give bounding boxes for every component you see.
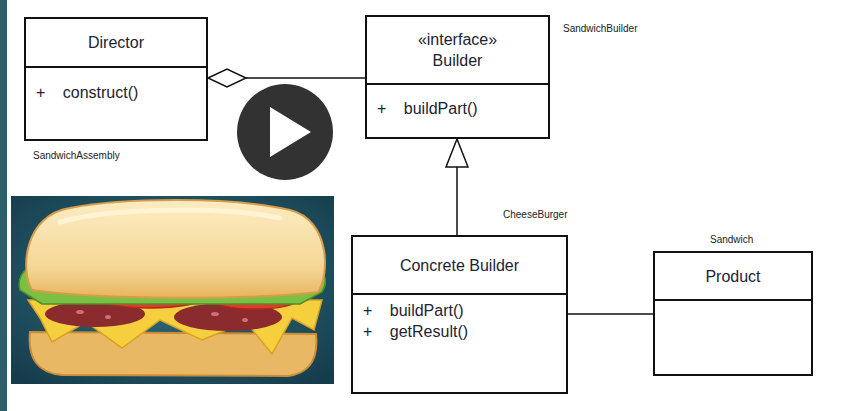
class-name-label: SandwichBuilder xyxy=(563,23,638,35)
aggregation-diamond xyxy=(208,69,246,87)
class-box: Product xyxy=(653,251,813,376)
class-name-label: SandwichAssembly xyxy=(33,150,120,162)
class-name: Product xyxy=(705,266,760,287)
method-compartment: + buildPart()+ getResult() xyxy=(353,295,566,392)
edge-bar xyxy=(0,0,7,411)
sandwich-picture xyxy=(11,196,334,384)
class-box: Director + construct() xyxy=(24,17,208,141)
connector-line xyxy=(568,313,653,315)
class-box: «interface» Builder + buildPart() xyxy=(365,15,550,139)
connector-line xyxy=(456,167,458,235)
class-name-label: Sandwich xyxy=(710,234,753,246)
class-name: Concrete Builder xyxy=(400,255,519,276)
class-name-label: CheeseBurger xyxy=(503,209,567,221)
inheritance-triangle xyxy=(446,139,468,167)
class-box: Concrete Builder + buildPart()+ getResult… xyxy=(351,235,568,394)
method-compartment: + buildPart() xyxy=(367,85,548,137)
class-name: Director xyxy=(88,32,144,53)
class-name-compartment: Concrete Builder xyxy=(353,237,566,295)
connector-line xyxy=(246,77,365,79)
play-button xyxy=(237,84,333,180)
method-text: + getResult() xyxy=(363,321,468,342)
class-name-compartment: Director xyxy=(26,19,206,68)
class-name-compartment: «interface» Builder xyxy=(367,17,548,85)
method-text: + construct() xyxy=(36,82,138,103)
class-name-compartment: Product xyxy=(655,253,811,301)
method-text: + buildPart() xyxy=(363,300,464,321)
uml-connector xyxy=(568,314,653,315)
method-text: + buildPart() xyxy=(377,98,478,119)
class-name: «interface» Builder xyxy=(403,29,513,71)
method-compartment xyxy=(655,301,811,374)
uml-connector xyxy=(446,139,468,235)
method-compartment: + construct() xyxy=(26,68,206,139)
